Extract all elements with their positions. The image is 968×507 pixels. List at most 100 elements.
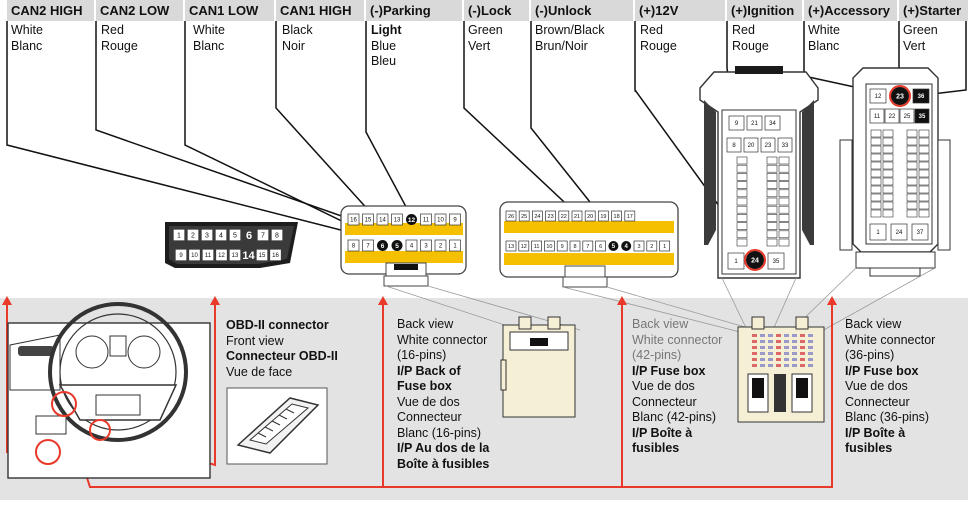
header-lock: (-)Lock <box>464 0 529 21</box>
pin-11: 11 <box>202 249 214 261</box>
svg-text:3: 3 <box>637 244 640 250</box>
svg-text:34: 34 <box>769 121 776 127</box>
pin-12: 12 <box>216 249 227 261</box>
conn36-caption: Back view White connector (36-pins) I/P … <box>845 317 936 455</box>
svg-text:11: 11 <box>874 114 881 120</box>
svg-text:20: 20 <box>748 143 755 149</box>
pin-22: 22 <box>558 210 570 222</box>
svg-text:2: 2 <box>191 233 195 240</box>
svg-text:12: 12 <box>218 253 225 259</box>
conn16-caption: Back view White connector (16-pins) I/P … <box>397 317 490 471</box>
pin-8: 8 <box>271 229 283 241</box>
pin-10: 10 <box>189 249 200 261</box>
pin-13: 13 <box>505 240 517 252</box>
svg-text:16: 16 <box>272 253 279 259</box>
pin-16: 16 <box>270 249 281 261</box>
svg-text:1: 1 <box>177 233 181 240</box>
pin-5: 5 <box>229 229 241 241</box>
pin-36: 36 <box>912 88 930 104</box>
pin-7: 7 <box>362 239 374 252</box>
svg-text:23: 23 <box>765 143 772 149</box>
svg-text:1: 1 <box>453 244 457 250</box>
svg-text:3: 3 <box>424 244 428 250</box>
obd-connector-front <box>165 222 298 268</box>
pin-2: 2 <box>646 240 658 252</box>
svg-text:5: 5 <box>612 244 616 250</box>
header-12v: (+)12V <box>635 0 725 21</box>
svg-text:21: 21 <box>751 121 758 127</box>
pin-7: 7 <box>257 229 269 241</box>
header-parking-light: (-)Parking <box>366 0 462 21</box>
svg-text:7: 7 <box>586 244 589 250</box>
pin-3: 3 <box>633 240 645 252</box>
pin-20: 20 <box>743 137 759 153</box>
pin-1: 1 <box>869 223 887 241</box>
svg-text:22: 22 <box>561 214 567 220</box>
svg-text:25: 25 <box>904 114 911 120</box>
svg-text:15: 15 <box>259 253 266 259</box>
svg-text:8: 8 <box>732 143 736 149</box>
pin-7: 7 <box>582 240 594 252</box>
pin-13: 13 <box>391 213 403 226</box>
svg-text:10: 10 <box>437 218 444 224</box>
svg-text:1: 1 <box>734 259 738 265</box>
pin-11: 11 <box>531 240 542 252</box>
pin-12: 12 <box>518 240 530 252</box>
svg-text:8: 8 <box>573 244 576 250</box>
pin-11: 11 <box>869 108 885 124</box>
svg-text:19: 19 <box>600 214 606 220</box>
pin-4: 4 <box>405 239 418 252</box>
svg-text:35: 35 <box>919 114 926 120</box>
svg-text:33: 33 <box>782 143 789 149</box>
pin-1: 1 <box>727 252 745 270</box>
pin-21: 21 <box>746 115 763 131</box>
svg-text:4: 4 <box>625 244 629 250</box>
pin-6: 6 <box>595 240 606 252</box>
header-can2-low: CAN2 LOW <box>96 0 183 21</box>
svg-text:9: 9 <box>453 218 457 224</box>
pin-11: 11 <box>420 213 432 226</box>
svg-text:13: 13 <box>394 218 401 224</box>
pin-1: 1 <box>449 239 461 252</box>
pin-5: 5 <box>608 241 619 251</box>
svg-text:16: 16 <box>350 218 357 224</box>
fusebox-back-16 <box>500 316 576 418</box>
svg-text:11: 11 <box>534 244 540 250</box>
pin-20: 20 <box>584 210 596 222</box>
svg-text:18: 18 <box>614 214 620 220</box>
header-can2-high: CAN2 HIGH <box>7 0 94 21</box>
conn42-caption: Back view White connector (42-pins) I/P … <box>632 317 723 455</box>
pin-1: 1 <box>173 229 185 241</box>
svg-text:9: 9 <box>561 244 564 250</box>
svg-text:24: 24 <box>896 230 903 236</box>
pin-2: 2 <box>434 239 447 252</box>
pin-24: 24 <box>890 223 908 241</box>
svg-text:12: 12 <box>408 217 416 224</box>
pin-17: 17 <box>624 210 636 222</box>
svg-text:23: 23 <box>548 214 554 220</box>
pin-12: 12 <box>869 88 887 104</box>
pin-8: 8 <box>569 240 581 252</box>
pin-35: 35 <box>767 252 785 270</box>
obd-connector-photo <box>226 387 328 465</box>
svg-text:6: 6 <box>246 230 252 242</box>
pin-9: 9 <box>728 115 745 131</box>
pin-24: 24 <box>746 251 764 269</box>
pin-24: 24 <box>532 210 543 222</box>
pin-3: 3 <box>201 229 213 241</box>
svg-text:9: 9 <box>735 121 739 127</box>
pin-19: 19 <box>598 210 609 222</box>
svg-text:35: 35 <box>773 259 780 265</box>
svg-text:15: 15 <box>365 218 372 224</box>
pin-35: 35 <box>914 108 930 124</box>
svg-text:25: 25 <box>521 214 527 220</box>
svg-text:37: 37 <box>917 230 924 236</box>
svg-text:12: 12 <box>875 94 882 100</box>
svg-text:1: 1 <box>663 244 666 250</box>
